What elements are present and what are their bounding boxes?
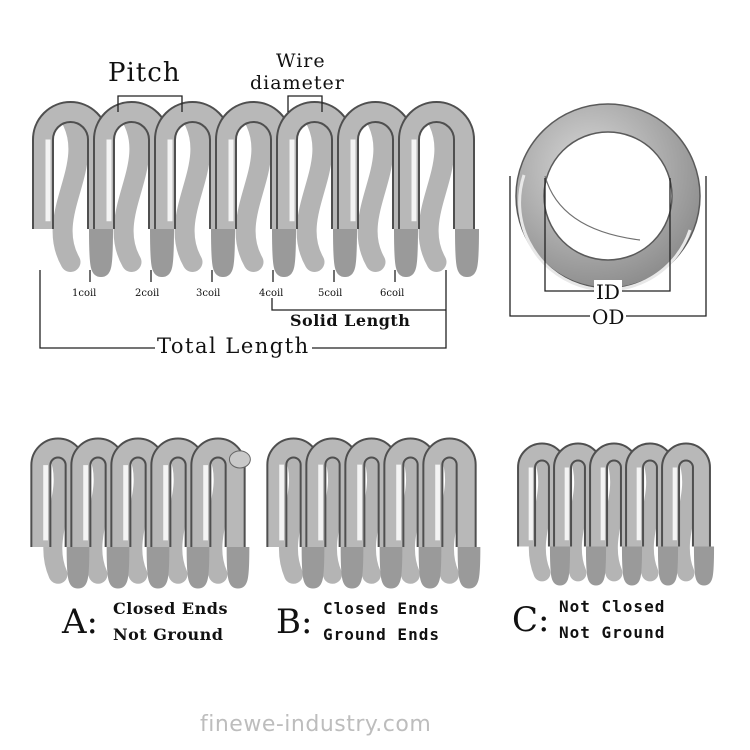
spring-bottom-bend (418, 546, 442, 589)
spring-coil (663, 444, 709, 547)
spring-back-strand (296, 108, 333, 272)
spring-bottom-bend (549, 546, 571, 586)
spring-back-strand (396, 444, 425, 584)
spring-back-strand (279, 444, 308, 584)
spring-back-strand (83, 444, 113, 584)
pitch-label: Pitch (108, 58, 181, 88)
type-c-line1: Not Closed (559, 597, 666, 616)
pitch-bracket (117, 95, 183, 112)
wire-label-line2: diameter (250, 72, 345, 94)
spring-back-strand (235, 108, 272, 272)
spring-back-strand (435, 444, 464, 584)
id-label: ID (594, 280, 622, 304)
spring-back-strand (528, 448, 556, 582)
coil-label-2: 2coil (135, 288, 160, 299)
spring-back-strand (43, 444, 73, 584)
spring-bottom-bend (585, 546, 607, 586)
type-b-letter: B: (276, 602, 313, 642)
spring-bottom-bend (186, 546, 210, 589)
spring-back-strand (203, 444, 233, 584)
spring-bottom-bend (621, 546, 643, 586)
spring-back-strand (600, 448, 628, 582)
spring-bottom-bend (333, 228, 357, 278)
spring-back-strand (163, 444, 193, 584)
spring-coil (424, 439, 475, 547)
spring-back-strand (564, 448, 592, 582)
spring-bottom-bend (379, 546, 403, 589)
spring-bottom-bend (211, 228, 235, 278)
main-spring (32, 101, 479, 278)
coil-label-3: 3coil (196, 288, 221, 299)
spring-closed-ground (266, 437, 481, 589)
spring-bottom-bend (693, 546, 715, 586)
spring-end-cap (228, 450, 251, 469)
ring-end-view (515, 103, 701, 292)
spring-bottom-bend (66, 546, 90, 589)
spring-closed-not-ground (30, 437, 251, 589)
coil-label-6: 6coil (380, 288, 405, 299)
type-c-letter: C: (512, 600, 550, 640)
total-length-label: Total Length (155, 334, 312, 358)
spring-bottom-bend (455, 228, 479, 278)
spring-bottom-bend (226, 546, 250, 589)
spring-back-strand (123, 444, 153, 584)
spring-back-strand (672, 448, 700, 582)
coil-label-1: 1coil (72, 288, 97, 299)
type-a-line2: Not Ground (113, 625, 224, 644)
solid-length-label: Solid Length (290, 311, 411, 330)
spring-coil (400, 103, 473, 229)
type-b-line2: Ground Ends (323, 625, 440, 644)
wire-diameter-bracket (287, 95, 323, 112)
spring-bottom-bend (146, 546, 170, 589)
spring-bottom-bend (106, 546, 130, 589)
type-a-letter: A: (62, 602, 99, 642)
spring-back-strand (418, 108, 455, 272)
spring-bottom-bend (272, 228, 296, 278)
coil-label-4: 4coil (259, 288, 284, 299)
spring-back-strand (174, 108, 211, 272)
spring-bottom-bend (394, 228, 418, 278)
spring-back-strand (636, 448, 664, 582)
solid-length-line (271, 298, 446, 311)
watermark: finewe-industry.com (200, 712, 432, 737)
spring-bottom-bend (150, 228, 174, 278)
spring-back-strand (357, 108, 394, 272)
spring-not-closed-not-ground (517, 442, 715, 586)
od-label: OD (590, 305, 627, 329)
spring-back-strand (52, 108, 89, 272)
spring-back-strand (113, 108, 150, 272)
type-c-line2: Not Ground (559, 623, 666, 642)
spring-bottom-bend (89, 228, 113, 278)
type-b-line1: Closed Ends (323, 599, 440, 618)
spring-bottom-bend (340, 546, 364, 589)
spring-bottom-bend (657, 546, 679, 586)
spring-back-strand (357, 444, 386, 584)
spring-back-strand (318, 444, 347, 584)
spring-bottom-bend (301, 546, 325, 589)
coil-label-5: 5coil (318, 288, 343, 299)
type-a-line1: Closed Ends (113, 599, 228, 618)
wire-label-line1: Wire (276, 50, 326, 72)
spring-bottom-bend (457, 546, 481, 589)
